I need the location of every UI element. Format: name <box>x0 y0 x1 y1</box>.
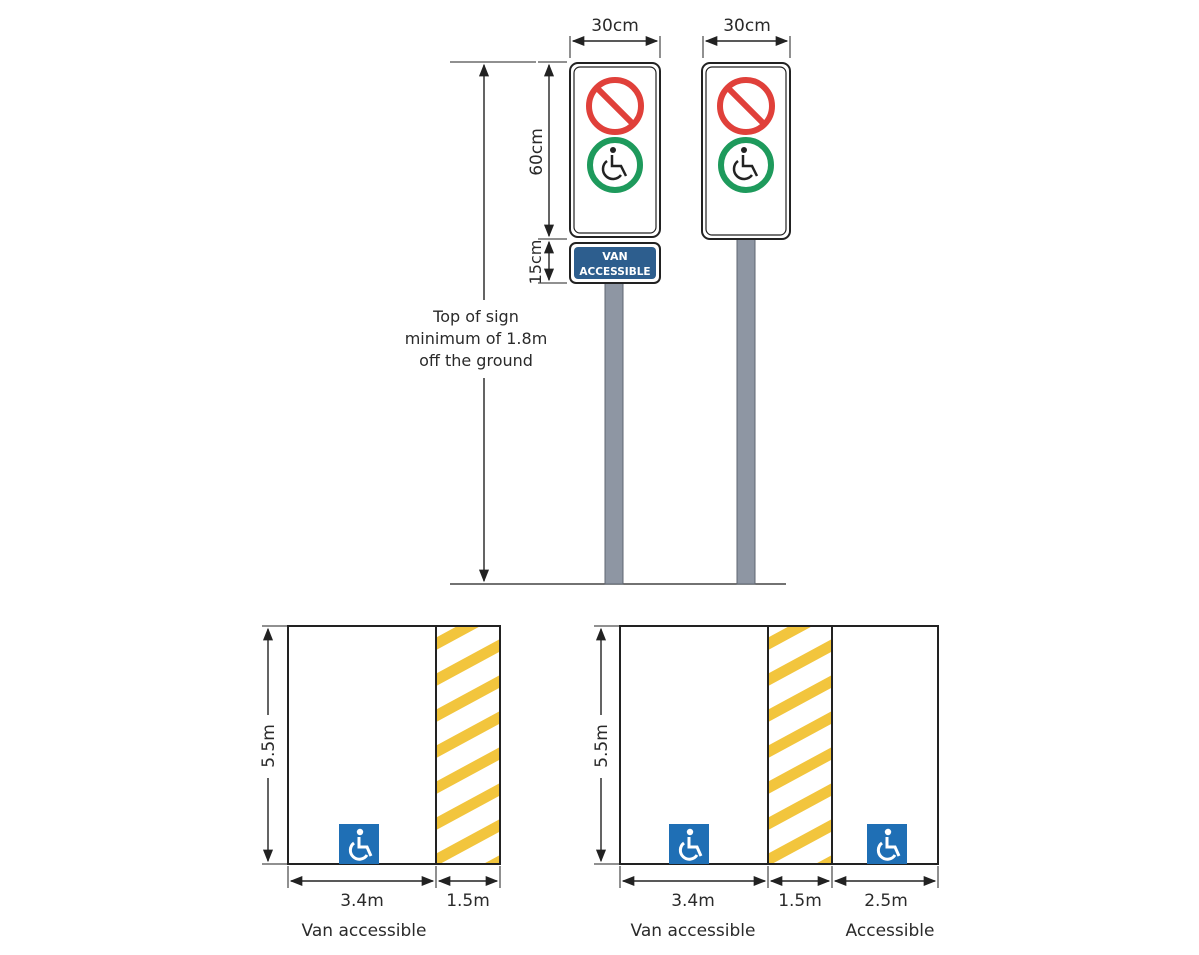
mixed-layout-regular-width-label: 2.5m <box>864 891 908 911</box>
sign-tab-height-label: 15cm <box>526 240 545 285</box>
van-accessible-tab: VAN ACCESSIBLE <box>569 242 661 284</box>
hatch-stripe <box>768 626 813 651</box>
hatch-stripe <box>768 638 832 687</box>
height-note-line3: off the ground <box>419 351 533 370</box>
regular-sign-post <box>736 237 756 585</box>
hatch-stripe <box>768 674 832 723</box>
regular-sign-width-dimension <box>702 35 791 58</box>
mixed-layout-length-label: 5.5m <box>592 724 612 768</box>
regular-sign-width-label: 30cm <box>723 16 771 36</box>
wheelchair-icon <box>587 137 643 193</box>
accessible-parking-symbol <box>867 824 907 864</box>
no-parking-icon <box>717 77 775 135</box>
height-note-line2: minimum of 1.8m <box>405 329 548 348</box>
sign-main-height-label: 60cm <box>527 128 547 176</box>
van-sign-post <box>604 282 624 585</box>
van-layout-stall-width-label: 3.4m <box>340 891 384 911</box>
overall-height-dimension <box>450 61 536 583</box>
hatch-stripe <box>764 930 838 955</box>
mixed-layout-van-caption: Van accessible <box>631 921 756 941</box>
hatch-stripe <box>436 782 500 831</box>
hatch-stripe <box>768 710 832 759</box>
hatch-stripe <box>768 818 832 864</box>
van-sign-width-label: 30cm <box>591 16 639 36</box>
hatch-stripe <box>436 626 481 651</box>
mixed-layout-aisle-width-label: 1.5m <box>778 891 822 911</box>
aisle-hatching <box>764 626 838 955</box>
tab-text-line2: ACCESSIBLE <box>579 266 650 278</box>
height-note-line1: Top of sign <box>432 307 519 326</box>
hatch-stripe <box>768 782 832 831</box>
accessible-parking-symbol <box>669 824 709 864</box>
aisle-hatching <box>432 626 506 955</box>
hatch-stripe <box>768 746 832 795</box>
van-layout-length-label: 5.5m <box>259 724 279 768</box>
van-layout-stall-caption: Van accessible <box>302 921 427 941</box>
van-stall-layout <box>262 625 506 955</box>
sign-height-dimensions <box>538 61 567 284</box>
hatch-stripe <box>436 638 500 687</box>
hatch-stripe <box>436 818 500 864</box>
wheelchair-icon <box>718 137 774 193</box>
mixed-layout-van-width-label: 3.4m <box>671 891 715 911</box>
no-parking-icon <box>586 77 644 135</box>
accessible-parking-symbol <box>339 824 379 864</box>
mixed-layout-regular-caption: Accessible <box>846 921 935 941</box>
hatch-stripe <box>432 930 506 955</box>
regular-sign-panel <box>701 62 791 240</box>
tab-text-line1: VAN <box>602 250 628 263</box>
mixed-stall-layout <box>594 625 939 955</box>
van-sign-panel <box>569 62 661 238</box>
hatch-stripe <box>436 710 500 759</box>
hatch-stripe <box>436 674 500 723</box>
van-layout-aisle-width-label: 1.5m <box>446 891 490 911</box>
hatch-stripe <box>436 746 500 795</box>
van-sign-width-dimension <box>569 35 661 58</box>
